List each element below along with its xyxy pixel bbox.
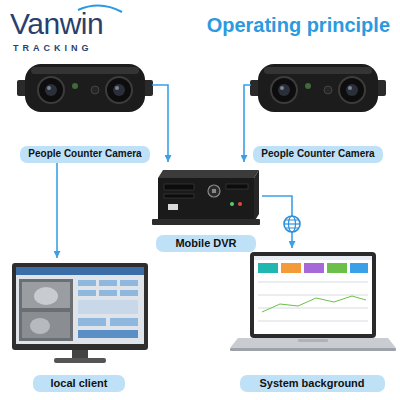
component-node: System background (228, 248, 396, 392)
camera-illustration (250, 64, 386, 112)
label-pill: System background (240, 375, 385, 392)
component-node: local client (6, 258, 152, 392)
label-pill: People Counter Camera (20, 146, 150, 163)
camera-illustration (17, 64, 153, 112)
component-node: Mobile DVR (150, 162, 262, 252)
label-pill: local client (33, 375, 125, 392)
label-text: Mobile DVR (163, 236, 249, 250)
connector-arrow (244, 85, 251, 162)
globe-icon (284, 216, 300, 232)
laptop-illustration (230, 252, 396, 351)
label-text: People Counter Camera (27, 147, 143, 161)
label-text: People Counter Camera (260, 147, 376, 161)
component-node: People Counter Camera (251, 45, 385, 163)
diagram-title: Operating principle (207, 14, 390, 37)
dvr-illustration (152, 170, 260, 225)
connector-arrow (56, 163, 58, 258)
label-text: local client (40, 376, 118, 390)
label-text: System background (247, 376, 378, 390)
monitor-illustration (12, 263, 148, 363)
component-node: People Counter Camera (18, 45, 152, 163)
connector-arrow (152, 85, 168, 162)
logo-text: Vanwin (10, 8, 103, 40)
label-pill: People Counter Camera (253, 146, 383, 163)
logo-subtext: TRACKING (13, 43, 93, 54)
label-pill: Mobile DVR (156, 235, 256, 252)
